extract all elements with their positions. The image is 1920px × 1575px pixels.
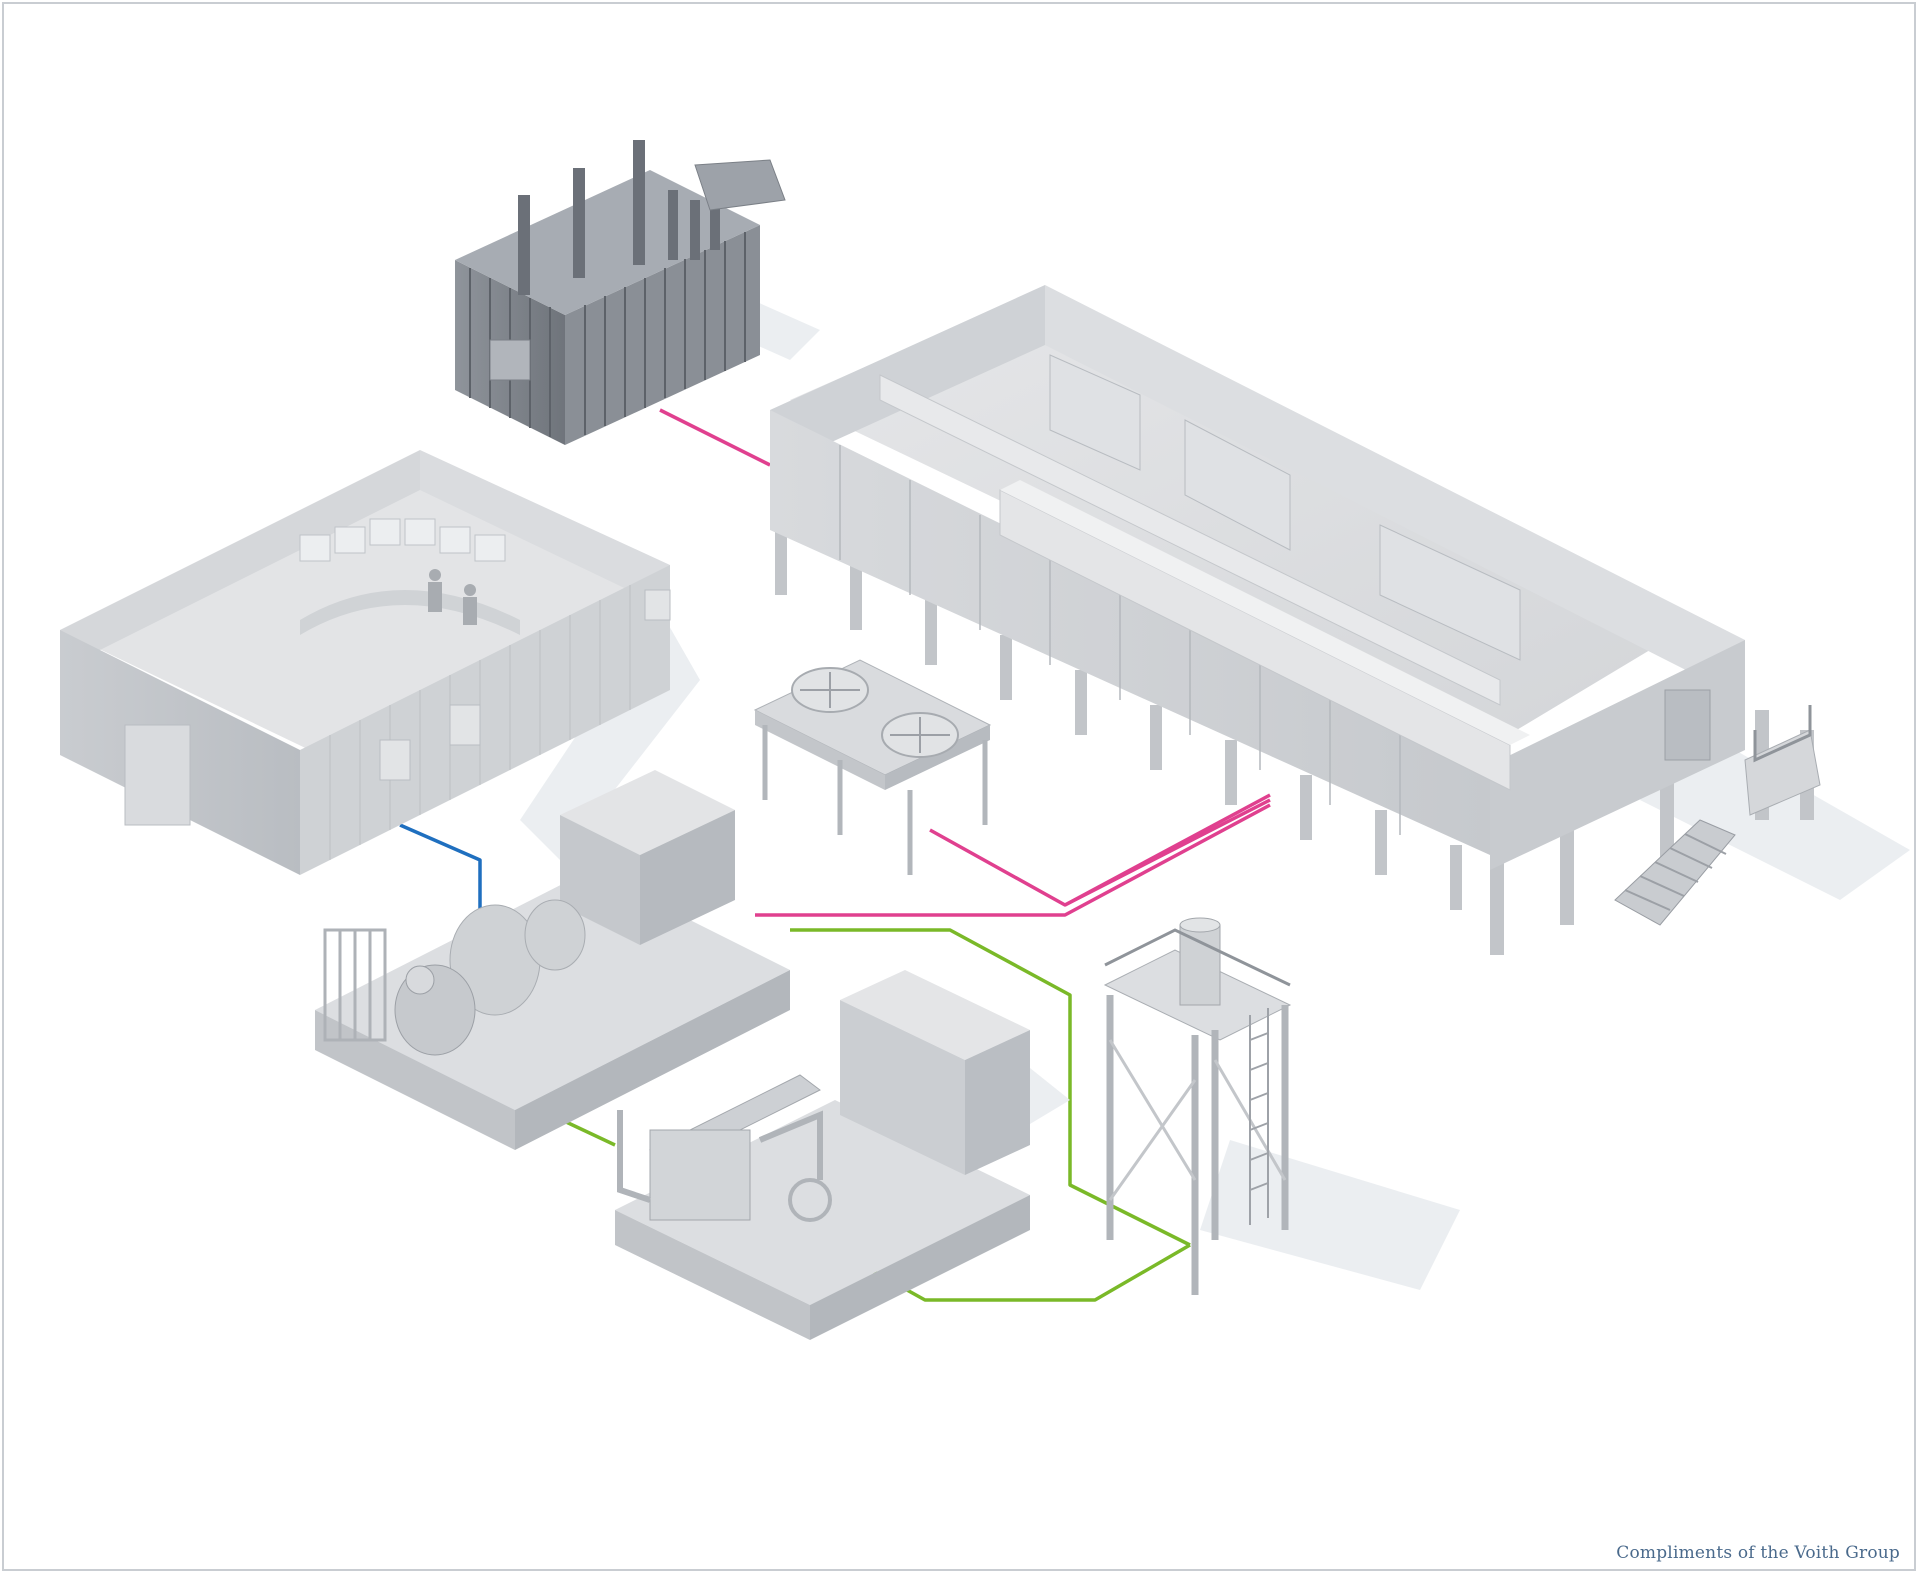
heat-exchanger (649, 1074, 821, 1221)
control-room[interactable] (60, 450, 671, 875)
control-room-back-wall (60, 450, 420, 670)
wall-panel-seams (839, 445, 1401, 835)
stair-flight (1614, 819, 1736, 926)
skid2-base-side (810, 1195, 1030, 1340)
power-line-hall (1064, 793, 1271, 907)
cooler-deck-side (755, 710, 885, 790)
tower-ladder (1249, 1008, 1269, 1225)
hall-door[interactable] (1664, 689, 1711, 761)
control-room-wall-right (420, 450, 670, 610)
control-cabinet (489, 339, 531, 381)
skid2-base-front (615, 1210, 810, 1340)
transformer[interactable] (455, 140, 786, 445)
converter-hall[interactable] (770, 285, 1821, 955)
converter-cabinets (879, 354, 1530, 791)
video-wall-screens (299, 518, 506, 562)
credit-caption: Compliments of the Voith Group (1616, 1543, 1900, 1563)
ac-unit-1 (379, 739, 411, 781)
storage-tank (840, 970, 1030, 1175)
ac-unit-3 (644, 589, 671, 621)
motor (560, 770, 735, 945)
transformer-tank-top (455, 170, 760, 315)
motor-gearbox-pump-skid[interactable] (315, 770, 790, 1150)
gearbox (449, 899, 586, 1016)
pipework (617, 1110, 832, 1222)
bushing-insulators (518, 140, 720, 295)
skid-base-front (315, 1010, 515, 1150)
tower-railing (1104, 928, 1291, 987)
cooler-legs (762, 725, 988, 875)
inverter-cabinet-1 (1049, 354, 1141, 471)
hall-front-wall (770, 410, 1490, 855)
inverter-cabinet-2 (1184, 419, 1291, 551)
cooler-deck-side-right (885, 725, 990, 790)
water-tower[interactable] (1103, 917, 1292, 1295)
water-treatment-skid[interactable] (615, 970, 1030, 1340)
tower-legs (1106, 995, 1289, 1295)
control-room-side-wall (300, 565, 670, 875)
hall-stair-platform[interactable] (1614, 705, 1821, 926)
cooler-deck (753, 659, 992, 776)
skid-base-side (515, 970, 790, 1150)
hall-back-wall (770, 285, 1045, 470)
stair-railing (1753, 705, 1812, 763)
pump-volute (394, 964, 476, 1056)
conservator-tank (694, 159, 786, 211)
inverter-cabinet-3 (1379, 524, 1521, 661)
dry-cooler[interactable] (753, 659, 992, 875)
control-room-door[interactable] (124, 724, 191, 826)
power-line-transformer (659, 408, 771, 467)
fan-blades (800, 672, 950, 753)
transformer-tank-right (565, 225, 760, 445)
hall-back-wall-long (1045, 285, 1745, 700)
power-line-motor (755, 803, 1271, 917)
power-line-cooler (929, 798, 1271, 907)
valve-rack (323, 928, 387, 1042)
ac-unit-2 (449, 704, 481, 746)
tower-tank (1179, 917, 1221, 1006)
